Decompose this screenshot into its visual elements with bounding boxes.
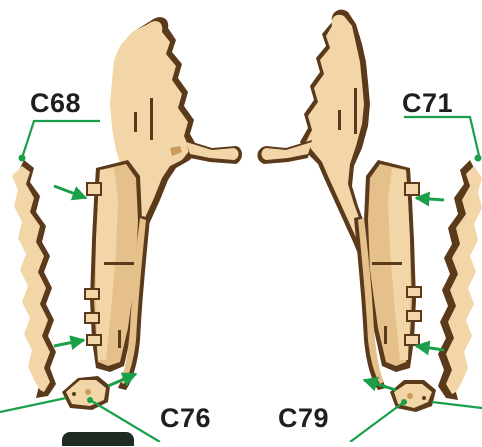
c76-leader-dot: [87, 397, 93, 403]
part-label-c68: C68: [30, 90, 81, 117]
c76-leader-left: [0, 398, 66, 412]
arrow-left-2: [54, 340, 84, 346]
part-label-c71: C71: [402, 90, 453, 117]
right-hook-tab: [257, 140, 312, 164]
c68-plate: [12, 160, 56, 398]
arrow-left-1: [54, 186, 86, 198]
c68-leader: [22, 121, 100, 158]
dark-tab-corner: [62, 432, 134, 446]
part-label-c76: C76: [160, 405, 211, 432]
left-hook-tab: [186, 140, 242, 164]
c68-leader-dot: [19, 155, 26, 162]
arrow-right-2: [416, 346, 444, 350]
c71-leader: [404, 117, 480, 160]
c79-leader-dot: [401, 399, 407, 405]
arrow-right-1: [416, 198, 444, 200]
c71-leader-dot: [475, 155, 482, 162]
c71-plate: [438, 160, 482, 400]
c79-leader: [350, 402, 404, 442]
part-label-c79: C79: [278, 405, 329, 432]
c79-leader-right: [432, 402, 482, 408]
c76-peg: [62, 376, 110, 410]
